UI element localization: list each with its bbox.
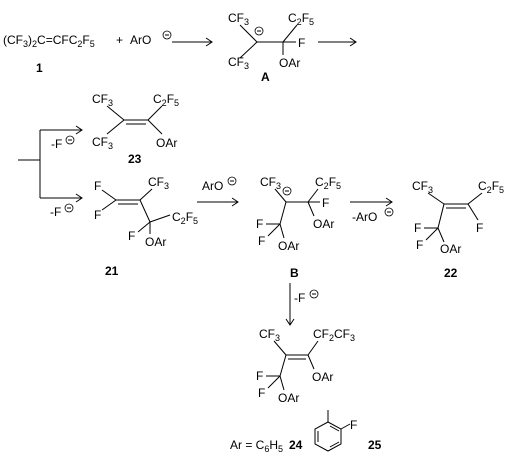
B-carbanion-charge xyxy=(282,186,292,196)
branch-top-fluoride-charge xyxy=(65,135,75,145)
compound-1-number: 1 xyxy=(36,61,43,75)
reaction-arrow-from-A xyxy=(318,37,357,47)
p-cf2cf3: CF2CF3 xyxy=(313,327,355,343)
branch-bottom-fluoride-charge xyxy=(64,203,74,213)
A-cf3-bottom: CF3 xyxy=(228,55,249,71)
ar-definition-prefix: Ar = C6H5 xyxy=(230,438,283,454)
compound-21-number: 21 xyxy=(105,264,119,278)
branch-top-minus-f: -F xyxy=(51,137,62,151)
branch-bottom-minus-f: -F xyxy=(50,205,61,219)
c22-oar: OAr xyxy=(440,242,461,256)
intermediate-A-label: A xyxy=(261,70,270,84)
c22-fluorine-right: F xyxy=(476,221,483,235)
p-fluorine-low: F xyxy=(258,386,265,400)
plus-sign: + xyxy=(116,33,123,47)
B-oar-right: OAr xyxy=(313,217,334,231)
intermediate-B-label: B xyxy=(290,266,299,280)
c22-fluorine-low: F xyxy=(416,238,423,252)
B-fluorine-right: F xyxy=(322,196,329,210)
c21-f-side: F xyxy=(128,229,135,243)
c21-cf3: CF3 xyxy=(148,175,169,191)
compound-24-number: 24 xyxy=(289,438,303,452)
reaction-arrow-to-A xyxy=(172,37,213,47)
minus-aryloxide-label: -ArO xyxy=(352,210,377,224)
A-cf3-top: CF3 xyxy=(228,11,249,27)
reaction-arrow-21-to-B xyxy=(197,197,239,207)
B-c2f5: C2F5 xyxy=(315,175,341,191)
p-cf3: CF3 xyxy=(259,327,280,343)
start-reactant-formula: (CF3)2C=CFC2F5 xyxy=(3,33,95,49)
c22-c2f5: C2F5 xyxy=(478,179,504,195)
p-fluorine-left: F xyxy=(256,369,263,383)
ortho-fluorophenyl-icon: F xyxy=(314,410,357,452)
p-oar-right: OAr xyxy=(312,370,333,384)
compound-22-number: 22 xyxy=(444,266,458,280)
anion-charge-sign xyxy=(162,30,172,40)
B-fluorine-left: F xyxy=(256,217,263,231)
branch-bracket xyxy=(18,125,83,203)
compound-23-structure: CF3 C2F5 CF3 OAr xyxy=(92,92,179,151)
intermediate-B-structure: CF3 C2F5 F OAr F F OAr xyxy=(256,175,341,253)
c23-c2f5: C2F5 xyxy=(153,92,179,108)
p-oar-bottom: OAr xyxy=(278,391,299,405)
c21-oar: OAr xyxy=(145,235,166,249)
plus-aryloxide-label: ArO xyxy=(202,179,223,193)
compound-23-number: 23 xyxy=(128,152,142,166)
c22-cf3: CF3 xyxy=(412,179,433,195)
compound-21-structure: F CF3 F C2F5 F OAr xyxy=(94,175,198,249)
plus-aryloxide-charge xyxy=(227,176,237,186)
c23-cf3-top: CF3 xyxy=(92,92,113,108)
compound-22-structure: CF3 C2F5 F F F OAr xyxy=(412,179,504,256)
aryloxide-reagent: ArO xyxy=(130,33,151,47)
intermediate-A-structure: CF3 C2F5 F CF3 OAr xyxy=(228,11,314,71)
c23-cf3-bottom: CF3 xyxy=(92,135,113,151)
down-fluoride-charge xyxy=(309,289,319,299)
minus-aryloxide-charge xyxy=(384,207,394,217)
c23-oar: OAr xyxy=(156,136,177,150)
aryl-fluorine: F xyxy=(350,418,357,432)
product-24-25-structure: CF3 CF2CF3 OAr F F OAr xyxy=(256,327,355,405)
B-fluorine-low: F xyxy=(258,234,265,248)
B-oar-bottom: OAr xyxy=(278,239,299,253)
c21-f-top: F xyxy=(94,179,101,193)
B-cf3: CF3 xyxy=(260,175,281,191)
A-c2f5: C2F5 xyxy=(288,11,314,27)
c21-c2f5: C2F5 xyxy=(172,210,198,226)
A-fluorine: F xyxy=(298,36,305,50)
reaction-arrow-B-to-22 xyxy=(350,197,393,207)
A-oar: OAr xyxy=(279,56,300,70)
reaction-arrow-B-down xyxy=(285,283,295,326)
c22-fluorine-left: F xyxy=(414,221,421,235)
c21-f-bottom: F xyxy=(94,208,101,222)
A-carbanion-charge xyxy=(254,26,264,36)
compound-25-number: 25 xyxy=(368,438,382,452)
down-minus-f-label: -F xyxy=(294,291,305,305)
